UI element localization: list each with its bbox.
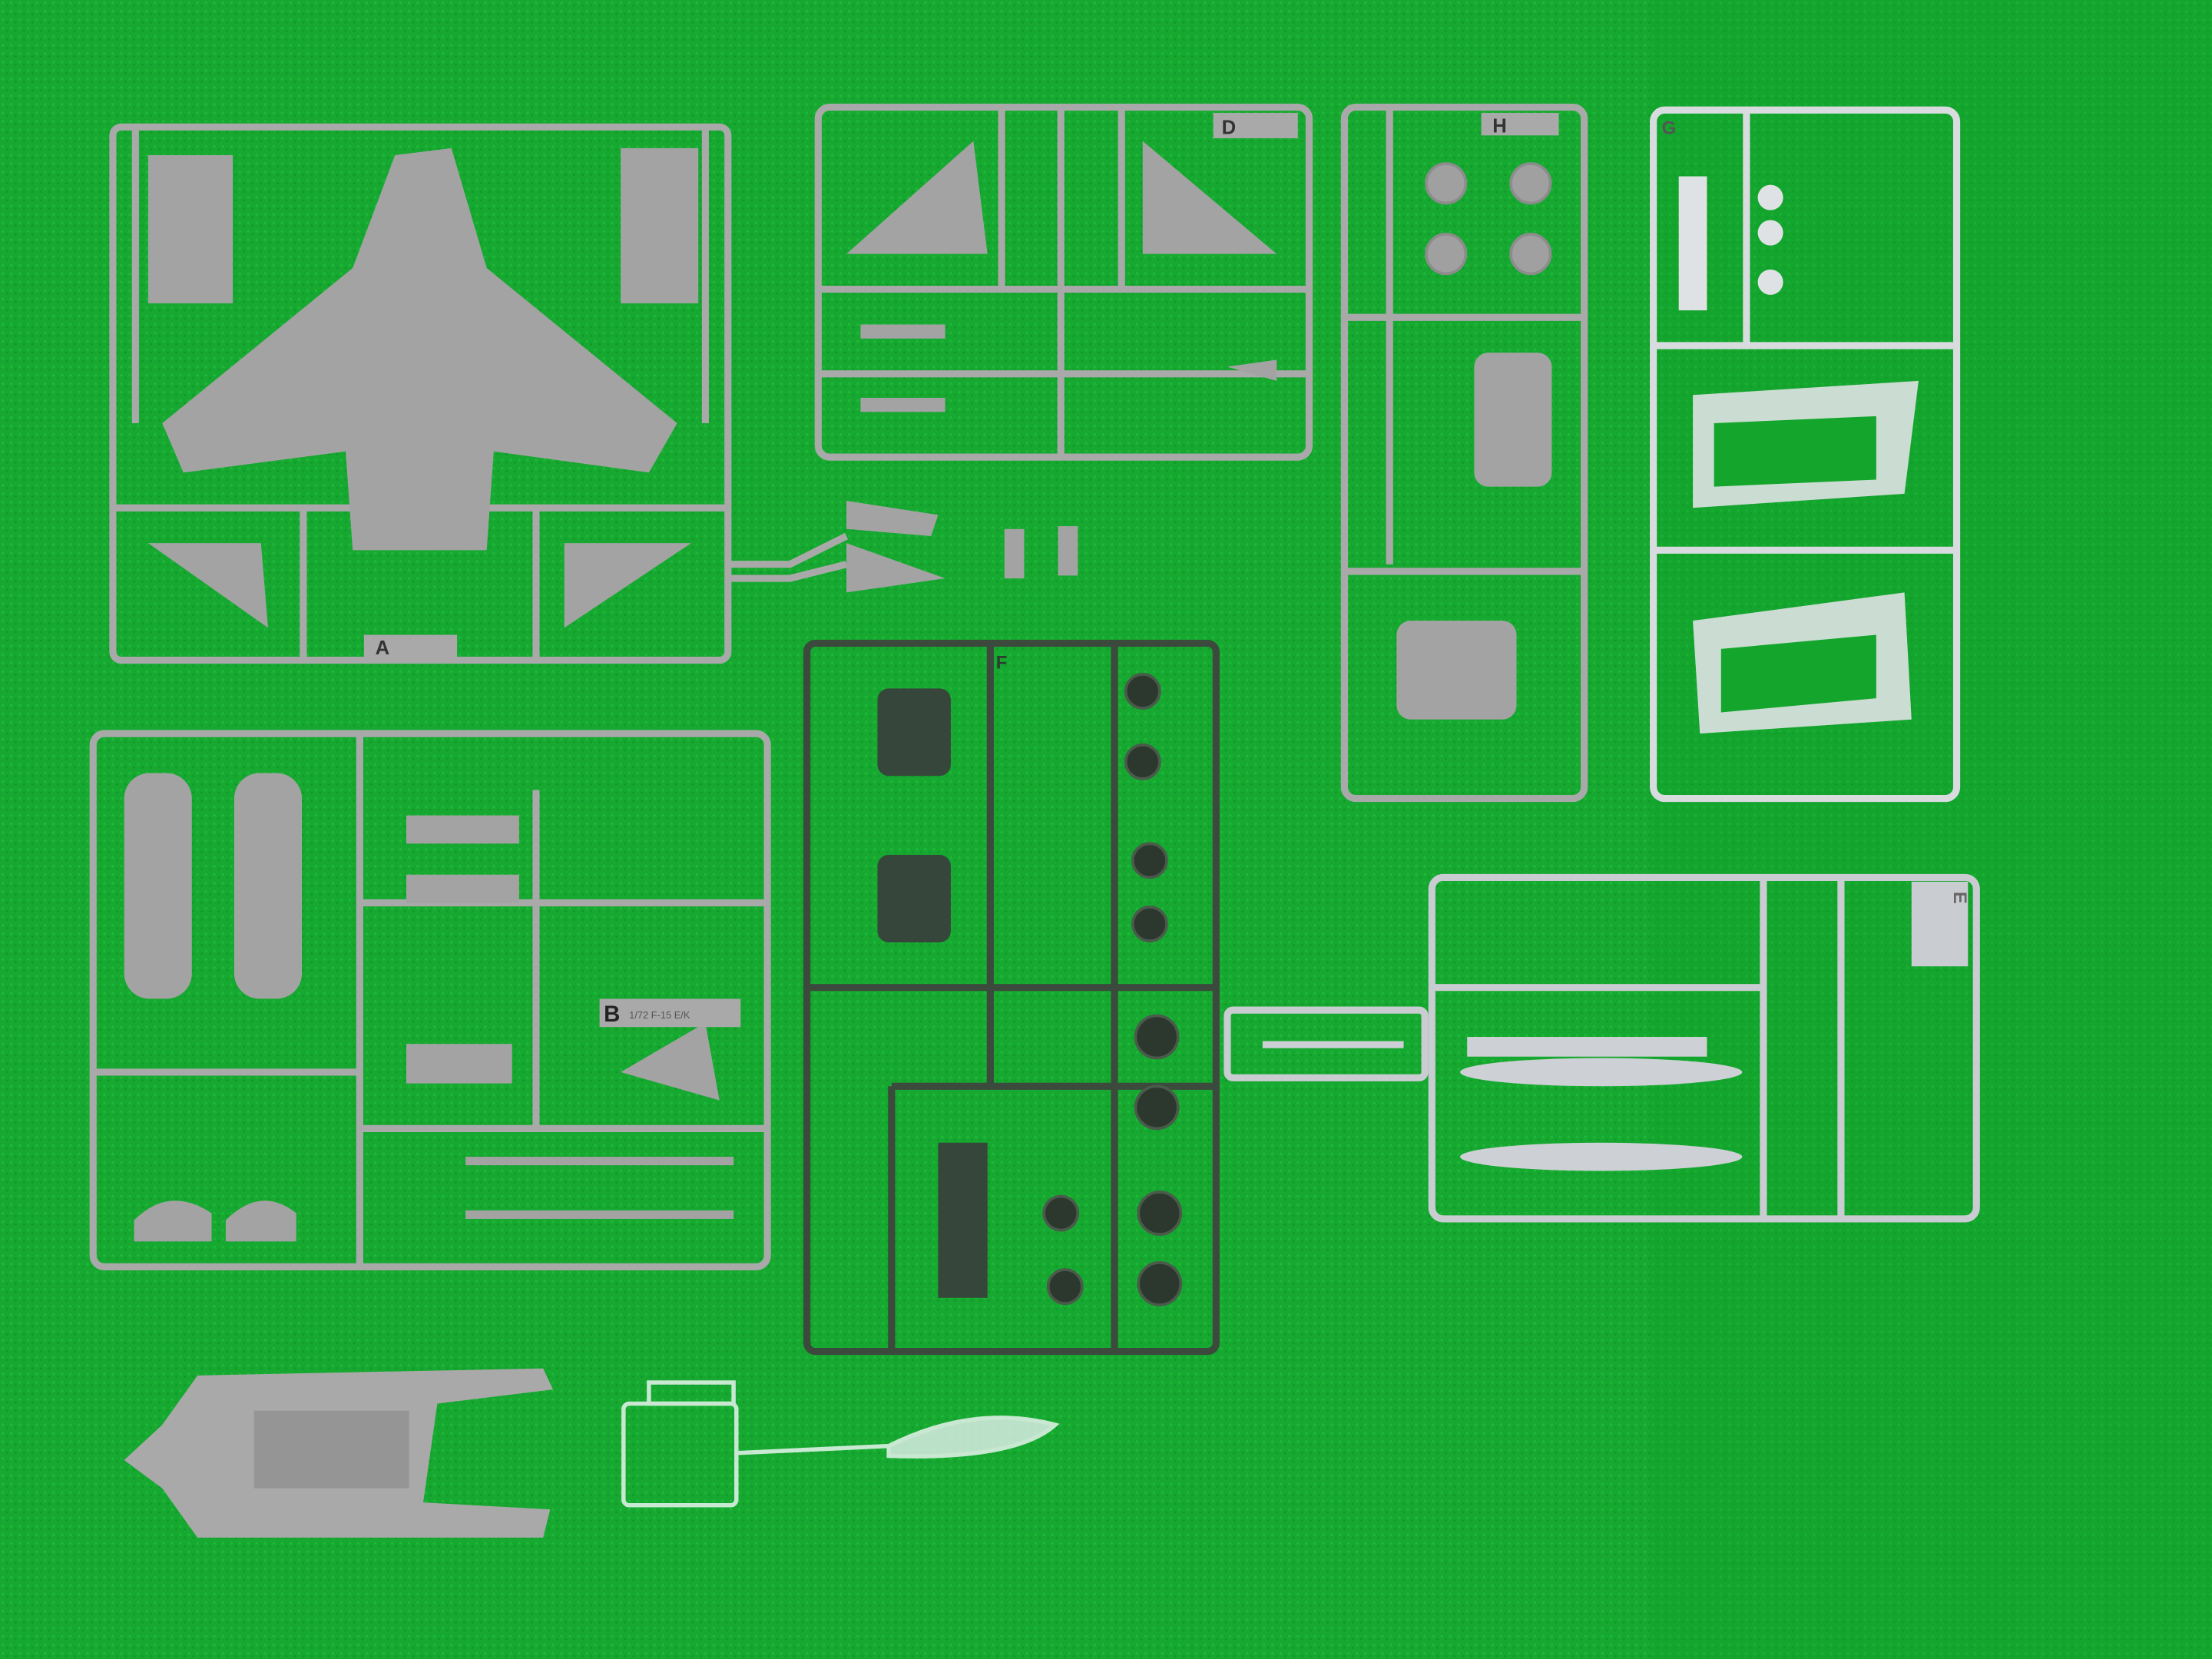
sprue-g: G — [1650, 106, 1961, 803]
sprue-a: A — [109, 123, 1078, 664]
sprue-e: E — [1224, 873, 1980, 1223]
sprue-b: B 1/72 F-15 E/K — [89, 730, 771, 1270]
sprue-clear — [621, 1380, 1060, 1508]
sprue-d-label: D — [1222, 117, 1237, 138]
mat-seam-shade — [1650, 0, 2212, 1659]
sprue-b-scale-text: 1/72 F-15 E/K — [629, 1009, 690, 1021]
sprue-a-label: A — [376, 637, 390, 659]
sprue-h: H — [1340, 104, 1588, 803]
tail-fin-part — [621, 147, 699, 303]
fuselage-lower-part — [124, 1368, 553, 1538]
tail-fin-part — [147, 155, 233, 303]
sprue-b-label: B — [604, 1002, 620, 1027]
sprue-g-label: G — [1662, 118, 1677, 138]
upper-wing-fuselage-part — [162, 147, 677, 551]
sprue-h-label: H — [1492, 116, 1507, 137]
sprue-d: D — [814, 104, 1313, 461]
sprue-f: F — [803, 639, 1220, 1356]
sprue-e-label: E — [1949, 892, 1970, 904]
sprue-f-label: F — [996, 653, 1008, 674]
